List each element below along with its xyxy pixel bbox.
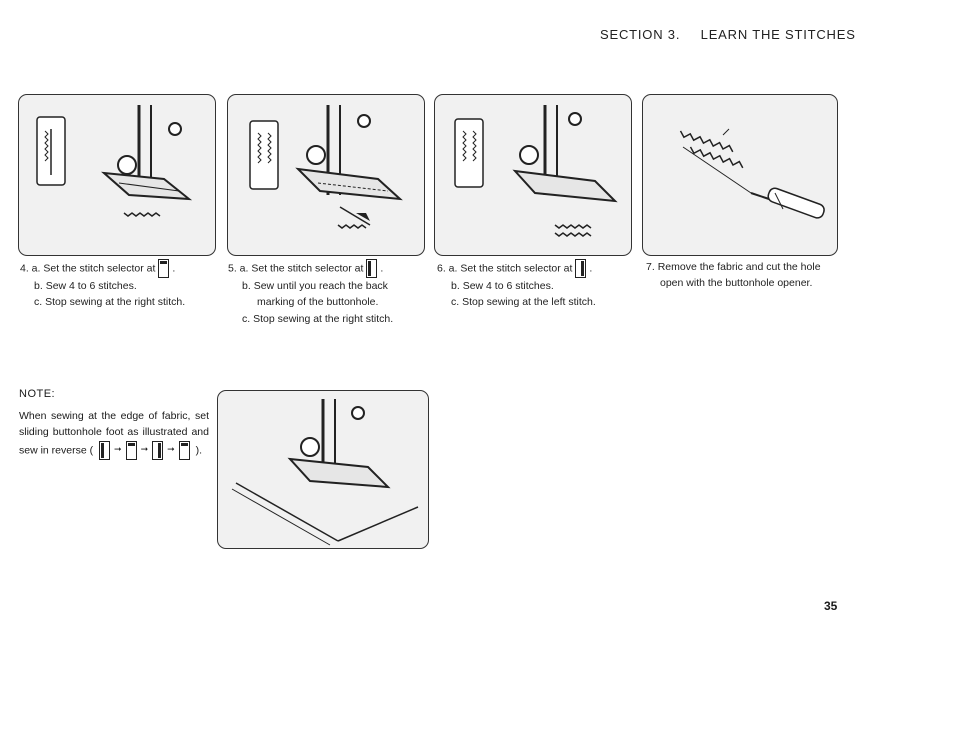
step-4c: c. Stop sewing at the right stitch. xyxy=(34,296,186,309)
note-end: ). xyxy=(195,443,203,456)
note-body: When sewing at the edge of fabric, set s… xyxy=(19,408,209,460)
illustration-step-6 xyxy=(434,94,632,256)
stitch-symbol-4 xyxy=(178,440,190,460)
page-number: 35 xyxy=(824,599,838,613)
step-4-instructions: 4. a. Set the stitch selector at. b. Sew… xyxy=(20,259,220,311)
step-6-instructions: 6. a. Set the stitch selector at. b. Sew… xyxy=(437,259,633,311)
stitch-symbol-2 xyxy=(125,440,137,460)
step-5b-cont: marking of the buttonhole. xyxy=(257,296,379,309)
stitch-selector-symbol xyxy=(158,259,170,278)
step-7-instructions: 7. Remove the fabric and cut the hole op… xyxy=(646,259,842,292)
illustration-note xyxy=(217,390,429,549)
step-6b: b. Sew 4 to 6 stitches. xyxy=(451,280,554,292)
step-5c: c. Stop sewing at the right stitch. xyxy=(242,312,394,325)
step-7: 7. Remove the fabric and cut the hole xyxy=(646,261,821,273)
illustration-step-4 xyxy=(18,94,216,256)
section-header: SECTION 3. LEARN THE STITCHES xyxy=(600,27,856,42)
step-4b: b. Sew 4 to 6 stitches. xyxy=(34,280,137,292)
stitch-symbol-3 xyxy=(152,440,164,460)
step-5b: b. Sew until you reach the back xyxy=(242,280,388,292)
stitch-selector-symbol xyxy=(366,259,378,278)
section-number: SECTION 3. xyxy=(600,27,681,42)
section-title: LEARN THE STITCHES xyxy=(700,27,856,42)
step-5-instructions: 5. a. Set the stitch selector at. b. Sew… xyxy=(228,259,424,327)
stitch-symbol-1 xyxy=(99,440,111,460)
note-title: NOTE: xyxy=(19,388,56,400)
step-4a: 4. a. Set the stitch selector at. xyxy=(20,259,220,278)
step-6a: 6. a. Set the stitch selector at. xyxy=(437,259,633,278)
note-text: When sewing at the edge of fabric, set s… xyxy=(19,410,209,456)
arrow-icon: ➞ xyxy=(140,444,149,455)
illustration-step-5 xyxy=(227,94,425,256)
illustration-step-7 xyxy=(642,94,838,256)
arrow-icon: ➞ xyxy=(167,444,175,455)
step-5a: 5. a. Set the stitch selector at. xyxy=(228,259,424,278)
step-7-cont: open with the buttonhole opener. xyxy=(660,277,813,290)
step-6c: c. Stop sewing at the left stitch. xyxy=(451,296,596,309)
stitch-selector-symbol xyxy=(575,259,587,278)
arrow-icon: ➞ xyxy=(114,444,122,455)
